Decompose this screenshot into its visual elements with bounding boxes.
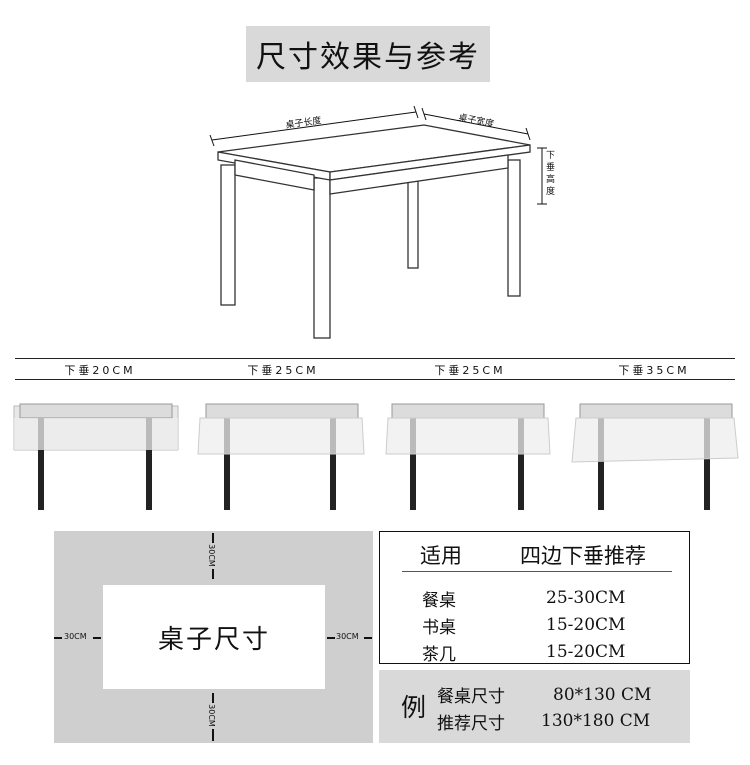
- size-diagram-panel: 桌子尺寸 30CM 30CM 30CM 30CM: [54, 531, 373, 743]
- tablecloth-drop-25: [197, 403, 365, 510]
- table-top: [19, 403, 173, 419]
- drop-height-label-char: 下: [546, 151, 555, 161]
- tablecloth-drape: [385, 417, 551, 455]
- tablecloth-drop-25-b: [385, 403, 551, 510]
- table-size-box: 桌子尺寸: [103, 585, 325, 689]
- example-box: 例 餐桌尺寸 80*130 CM 推荐尺寸 130*180 CM: [379, 670, 690, 743]
- front-left-leg: [220, 164, 236, 306]
- dim-tick: [212, 569, 214, 579]
- width-dimension-tick: [421, 107, 427, 121]
- tablecloth-drape: [14, 418, 178, 450]
- drop-label-2: 下垂25CM: [247, 364, 319, 377]
- header-divider: [402, 571, 672, 572]
- length-dimension-line: [211, 111, 417, 141]
- table-leg: [330, 418, 336, 510]
- dim-tick: [212, 693, 214, 703]
- row-drop: 25-30CM: [546, 588, 626, 608]
- table-leg: [704, 418, 710, 510]
- drop-height-label-char: 高: [546, 173, 555, 185]
- example-value: 80*130 CM: [553, 685, 652, 705]
- example-label: 例: [401, 693, 427, 722]
- back-left-leg: [407, 169, 419, 269]
- width-label: 桌子宽度: [457, 111, 495, 130]
- tablecloth-drape: [571, 417, 739, 463]
- front-right-leg: [313, 177, 331, 339]
- table-dimension-diagram: 桌子长度 桌子宽度 下 垂 高 度: [209, 105, 555, 339]
- dim-tick: [212, 729, 214, 741]
- dim-tick: [54, 637, 62, 639]
- tablecloth-drape: [197, 417, 365, 455]
- dim-tick: [364, 637, 372, 639]
- dim-tick: [93, 637, 101, 639]
- side-apron: [329, 154, 509, 195]
- table-leg: [38, 418, 44, 510]
- recommendation-table: 适用 四边下垂推荐 餐桌 25-30CM 书桌 15-20CM 茶几 15-20…: [379, 531, 690, 665]
- row-use: 茶几: [422, 645, 456, 665]
- tablecloth-drop-35: [571, 403, 739, 510]
- right-margin-label: 30CM: [336, 632, 359, 641]
- dim-tick: [327, 637, 335, 639]
- tablecloth-drop-20: [13, 403, 179, 510]
- length-label: 桌子长度: [285, 114, 322, 131]
- row-drop: 15-20CM: [546, 642, 626, 662]
- width-dimension-line: [423, 113, 529, 135]
- table-leg: [146, 418, 152, 510]
- example-name: 餐桌尺寸: [437, 687, 505, 707]
- table-leg: [598, 418, 604, 510]
- back-right-leg: [507, 159, 521, 297]
- front-apron: [234, 159, 315, 191]
- drop-height-label-char: 垂: [546, 161, 555, 173]
- bottom-margin-label: 30CM: [206, 704, 216, 727]
- table-size-label: 桌子尺寸: [157, 624, 270, 655]
- divider-top: [15, 358, 735, 359]
- table-leg: [410, 418, 416, 510]
- header-drop: 四边下垂推荐: [520, 544, 646, 568]
- title-banner: 尺寸效果与参考: [246, 26, 490, 82]
- drop-label-4: 下垂35CM: [618, 364, 690, 377]
- drop-height-label-char: 度: [546, 185, 555, 197]
- left-margin-label: 30CM: [64, 632, 87, 641]
- table-leg: [224, 418, 230, 510]
- page-title: 尺寸效果与参考: [256, 40, 480, 75]
- dim-tick: [212, 533, 214, 543]
- row-use: 书桌: [422, 618, 456, 638]
- divider-bottom: [15, 379, 735, 380]
- drop-label-1: 下垂20CM: [64, 364, 136, 377]
- table-top: [391, 403, 545, 419]
- example-name: 推荐尺寸: [437, 714, 505, 734]
- top-margin-label: 30CM: [206, 544, 216, 567]
- row-drop: 15-20CM: [546, 615, 626, 635]
- length-dimension-tick: [413, 105, 419, 119]
- table-leg: [518, 418, 524, 510]
- row-use: 餐桌: [422, 591, 456, 611]
- drop-label-3: 下垂25CM: [434, 364, 506, 377]
- table-top: [579, 403, 733, 419]
- length-dimension-tick: [209, 134, 215, 147]
- width-dimension-tick: [525, 127, 531, 141]
- table-top: [205, 403, 359, 419]
- example-value: 130*180 CM: [541, 711, 651, 731]
- table-top-side-edge: [329, 144, 531, 181]
- header-use: 适用: [420, 544, 462, 568]
